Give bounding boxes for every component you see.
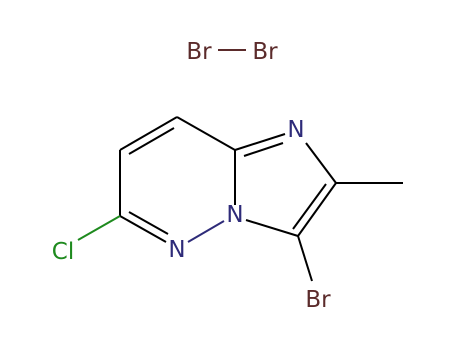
bicyclic-molecule: N N N Cl Br	[52, 116, 403, 313]
bond-c7a-c8	[176, 116, 236, 151]
bond-c7a-n1-outer	[234, 133, 286, 151]
atom-br-substituent: Br	[305, 287, 331, 313]
bond-n5-n4	[187, 220, 225, 243]
bond-c7a-n1-inner	[243, 142, 284, 157]
bond-c2-c3-outer	[297, 182, 337, 237]
bond-c6-n5-inner	[128, 211, 169, 235]
bond-c3-n4	[245, 219, 299, 237]
atom-n-pyridazine: N	[168, 237, 185, 263]
atom-br-left: Br	[186, 39, 212, 65]
atom-cl: Cl	[52, 239, 74, 265]
bond-c2-c3-inner	[292, 183, 327, 230]
atom-br-right: Br	[252, 39, 278, 65]
bond-c6-cl	[77, 215, 121, 241]
bond-n1-c2	[305, 142, 337, 184]
bond-c6-n5-outer	[119, 215, 167, 243]
atom-n-bridgehead: N	[226, 202, 243, 228]
bond-c3-br	[297, 235, 313, 282]
bond-c8-c7-inner	[128, 127, 175, 155]
atom-n-imidazole: N	[287, 117, 304, 143]
bromine-molecule: Br Br	[186, 39, 278, 65]
bond-c8-c7-outer	[119, 116, 178, 151]
